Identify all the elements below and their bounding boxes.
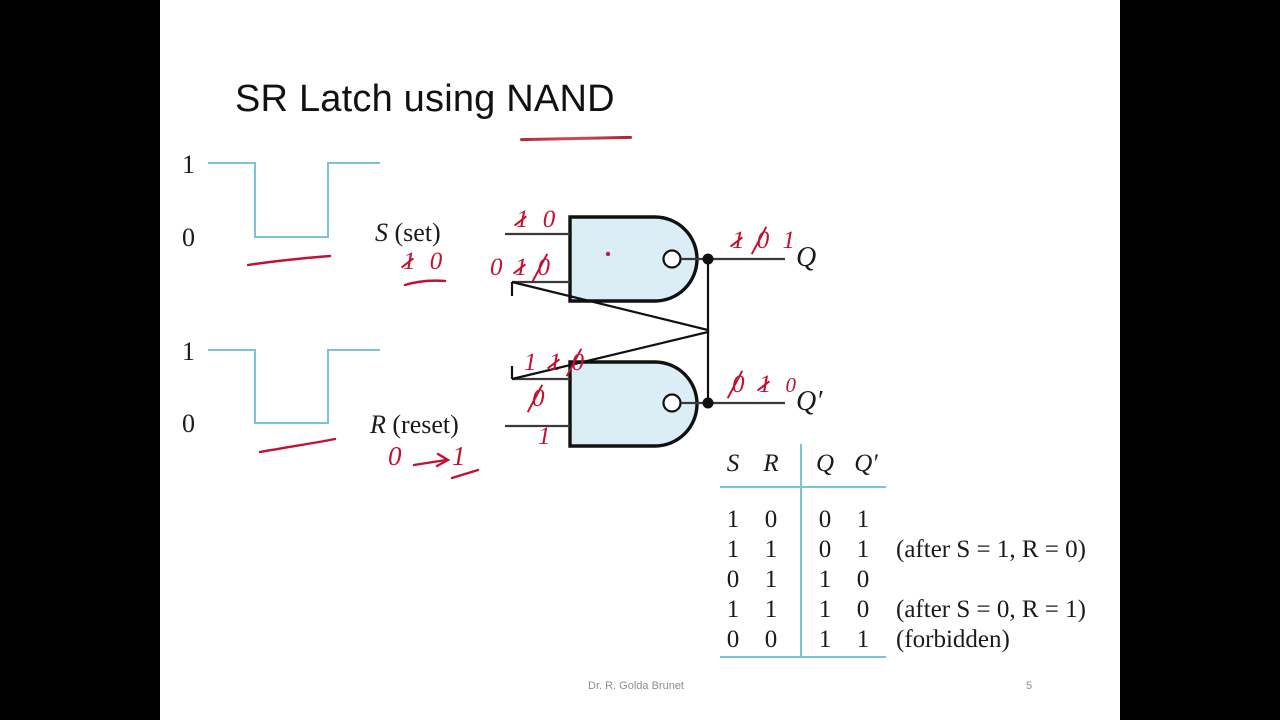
table-row: 0 bbox=[764, 506, 778, 533]
annotation-qn-struck1: 0 bbox=[732, 371, 745, 398]
table-row: 0 bbox=[856, 596, 870, 623]
annotation-r-transition-to: 1 bbox=[452, 443, 466, 470]
output-label-qn: Q′ bbox=[796, 386, 823, 417]
input-label-r-symbol: R bbox=[370, 410, 386, 439]
truth-table-header-rule bbox=[720, 486, 886, 488]
annotation-r-transition-to-value: 1 bbox=[452, 441, 466, 471]
table-row: 0 bbox=[818, 536, 832, 563]
footer-page-number: 5 bbox=[1026, 680, 1033, 692]
table-row: 1 bbox=[818, 566, 832, 593]
truth-table-bottom-rule bbox=[720, 656, 886, 658]
r-waveform-trace bbox=[208, 349, 380, 424]
annotation-gate1-value: 0 bbox=[537, 254, 551, 281]
table-row: 1 bbox=[726, 506, 740, 533]
annotation-gate1-first: 0 bbox=[490, 254, 503, 281]
input-label-s-text: (set) bbox=[388, 218, 441, 247]
annotation-gate2-upper-input: 1 1 0 bbox=[524, 350, 584, 375]
nand-gate-1 bbox=[568, 215, 699, 303]
page-title: SR Latch using NAND bbox=[235, 78, 615, 120]
truth-table-header-q: Q bbox=[815, 450, 835, 477]
footer-author: Dr. R. Golda Brunet bbox=[588, 680, 684, 692]
table-row: 0 bbox=[856, 566, 870, 593]
table-row: 1 bbox=[764, 536, 778, 563]
letterbox-right bbox=[1120, 0, 1280, 720]
input-label-s-symbol: S bbox=[375, 218, 388, 247]
letterbox-left bbox=[0, 0, 160, 720]
table-row: 0 bbox=[726, 566, 740, 593]
annotation-qn-struck2: 1 bbox=[758, 371, 772, 398]
table-row: 1 bbox=[818, 626, 832, 653]
output-label-q: Q bbox=[796, 242, 817, 273]
annotation-r-above-value: 0 bbox=[532, 385, 545, 412]
annotation-s-input-struck: 1 bbox=[516, 206, 529, 233]
r-waveform-underline-annotation bbox=[258, 437, 337, 454]
table-row: 0 bbox=[726, 626, 740, 653]
table-row: 1 bbox=[856, 626, 870, 653]
annotation-q-value: 1 bbox=[782, 227, 796, 254]
r-waveform-high-label: 1 bbox=[182, 337, 195, 366]
diagram-vector-layer bbox=[208, 162, 785, 480]
s-left-underline-annotation bbox=[403, 279, 447, 287]
table-row: 1 bbox=[856, 506, 870, 533]
annotation-qn-output: 0 1 0 bbox=[732, 372, 796, 397]
annotation-gate1-lower-input: 0 1 0 bbox=[490, 255, 550, 280]
table-row: 1 bbox=[818, 596, 832, 623]
table-row: (after S = 0, R = 1) bbox=[896, 596, 1086, 623]
s-waveform-underline-annotation bbox=[246, 254, 332, 267]
s-waveform-low-label: 0 bbox=[182, 223, 195, 252]
annotation-s-left-struck: 1 bbox=[403, 248, 416, 275]
annotation-r-input-above: 0 bbox=[532, 386, 545, 411]
truth-table-header-qn: Q′ bbox=[854, 450, 878, 477]
table-row: 0 bbox=[818, 506, 832, 533]
annotation-s-left-value: 0 bbox=[429, 248, 443, 275]
table-row: 1 bbox=[856, 536, 870, 563]
table-row: 1 bbox=[726, 596, 740, 623]
truth-table-vertical-rule bbox=[800, 444, 802, 658]
annotation-r-transition-from: 0 bbox=[388, 443, 402, 470]
r-waveform-low-label: 0 bbox=[182, 409, 195, 438]
truth-table-header-s: S bbox=[726, 450, 740, 477]
annotation-q-struck2: 0 bbox=[756, 227, 770, 254]
annotation-r-below-value: 1 bbox=[538, 423, 551, 450]
annotation-gate2-struck: 1 bbox=[548, 349, 562, 376]
r-transition-underline-annotation bbox=[450, 468, 480, 480]
table-row: 1 bbox=[726, 536, 740, 563]
table-row: 1 bbox=[764, 596, 778, 623]
table-row: 1 bbox=[764, 566, 778, 593]
table-row: (forbidden) bbox=[896, 626, 1010, 653]
annotation-s-input-value: 0 bbox=[542, 206, 556, 233]
annotation-s-input-top: 1 0 bbox=[516, 207, 555, 232]
r-transition-arrow-annotation bbox=[412, 452, 451, 468]
s-waveform-trace bbox=[208, 162, 380, 238]
annotation-gate1-struck: 1 bbox=[514, 254, 528, 281]
annotation-r-transition-from-value: 0 bbox=[388, 441, 402, 471]
table-row: (after S = 1, R = 0) bbox=[896, 536, 1086, 563]
nand-gate-2 bbox=[568, 360, 699, 448]
truth-table-header-r: R bbox=[763, 450, 779, 477]
truth-table: S R Q Q′ 1 0 0 1 1 1 0 1 (after S = 1, R… bbox=[720, 444, 1120, 680]
s-waveform-high-label: 1 bbox=[182, 150, 195, 179]
input-label-r-text: (reset) bbox=[385, 410, 459, 439]
input-label-s: S (set) bbox=[375, 218, 441, 248]
annotation-gate2-value: 0 bbox=[571, 349, 585, 376]
slide-canvas: SR Latch using NAND bbox=[160, 0, 1120, 720]
annotation-q-struck1: 1 bbox=[732, 227, 745, 254]
annotation-gate2-first: 1 bbox=[524, 349, 537, 376]
table-row: 0 bbox=[764, 626, 778, 653]
annotation-r-input-below: 1 bbox=[538, 424, 551, 449]
input-label-r: R (reset) bbox=[370, 410, 459, 440]
annotation-q-output: 1 0 1 bbox=[732, 228, 795, 253]
annotation-s-left-under: 1 0 bbox=[403, 249, 442, 274]
annotation-qn-value: 0 bbox=[785, 373, 797, 397]
